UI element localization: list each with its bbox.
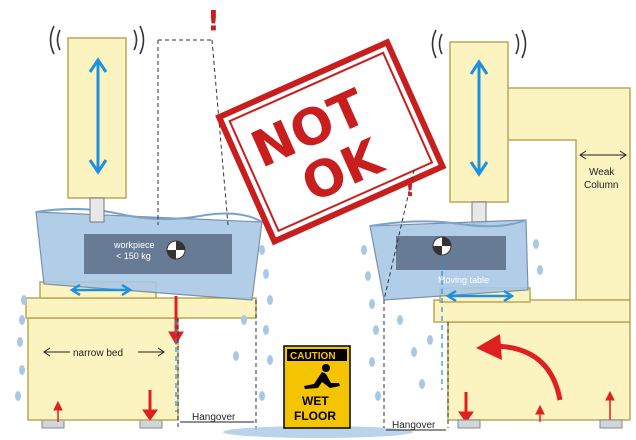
left-water-drops	[15, 245, 273, 401]
left-warning-exclamation: !	[207, 4, 220, 37]
left-plumb-lines	[157, 39, 257, 430]
right-weak-column-dimension: Weak Column	[579, 150, 627, 191]
right-warning-exclamation: !	[405, 177, 415, 202]
left-vertical-motion-arrow-icon	[88, 57, 108, 175]
slipping-person-icon	[304, 364, 340, 389]
right-weak-label-line1: Weak	[589, 167, 615, 178]
left-workpiece	[84, 234, 232, 274]
left-workpiece-weight: < 150 kg	[116, 251, 151, 261]
sign-caution-text: CAUTION	[290, 351, 336, 362]
left-narrow-bed	[27, 317, 179, 421]
left-vibration-icon	[49, 25, 145, 55]
left-narrow-bed-label: narrow bed	[73, 348, 123, 359]
left-narrow-bed-dimension: narrow bed	[43, 346, 165, 359]
right-base	[447, 321, 631, 421]
left-machine: workpiece < 150 kg	[15, 4, 273, 430]
left-center-of-gravity-icon	[166, 240, 186, 260]
right-workpiece	[396, 236, 506, 270]
right-weak-label-line2: Column	[584, 180, 618, 191]
left-floor-feet	[41, 419, 163, 429]
right-hangover-dimension: Hangover	[386, 420, 446, 431]
sign-wet-text: WET	[302, 394, 329, 408]
left-hangover-label: Hangover	[192, 412, 236, 423]
right-horizontal-motion-arrow-icon	[445, 289, 515, 303]
right-machine: Weak Column Moving table	[361, 29, 631, 431]
right-hangover-label: Hangover	[392, 420, 436, 431]
right-water-drops	[361, 239, 543, 401]
left-table-rail	[25, 297, 257, 319]
left-horizontal-motion-arrow-icon	[69, 283, 133, 297]
sign-floor-text: FLOOR	[294, 409, 336, 423]
right-load-arrows	[458, 390, 615, 423]
wet-floor-sign: CAUTION WET FLOOR	[223, 345, 413, 438]
left-workpiece-label: workpiece	[113, 240, 155, 250]
right-moving-table-label: Moving table	[438, 275, 489, 285]
not-ok-stamp: NOT OK	[215, 38, 447, 246]
right-plumb-lines	[383, 169, 449, 428]
right-center-of-gravity-icon	[432, 236, 452, 256]
left-hangover-dimension: Hangover	[180, 412, 254, 423]
right-table-rail	[433, 299, 631, 323]
right-tipping-arrow-icon	[476, 334, 563, 401]
right-vibration-icon	[431, 29, 527, 59]
right-vertical-motion-arrow-icon	[469, 59, 489, 177]
